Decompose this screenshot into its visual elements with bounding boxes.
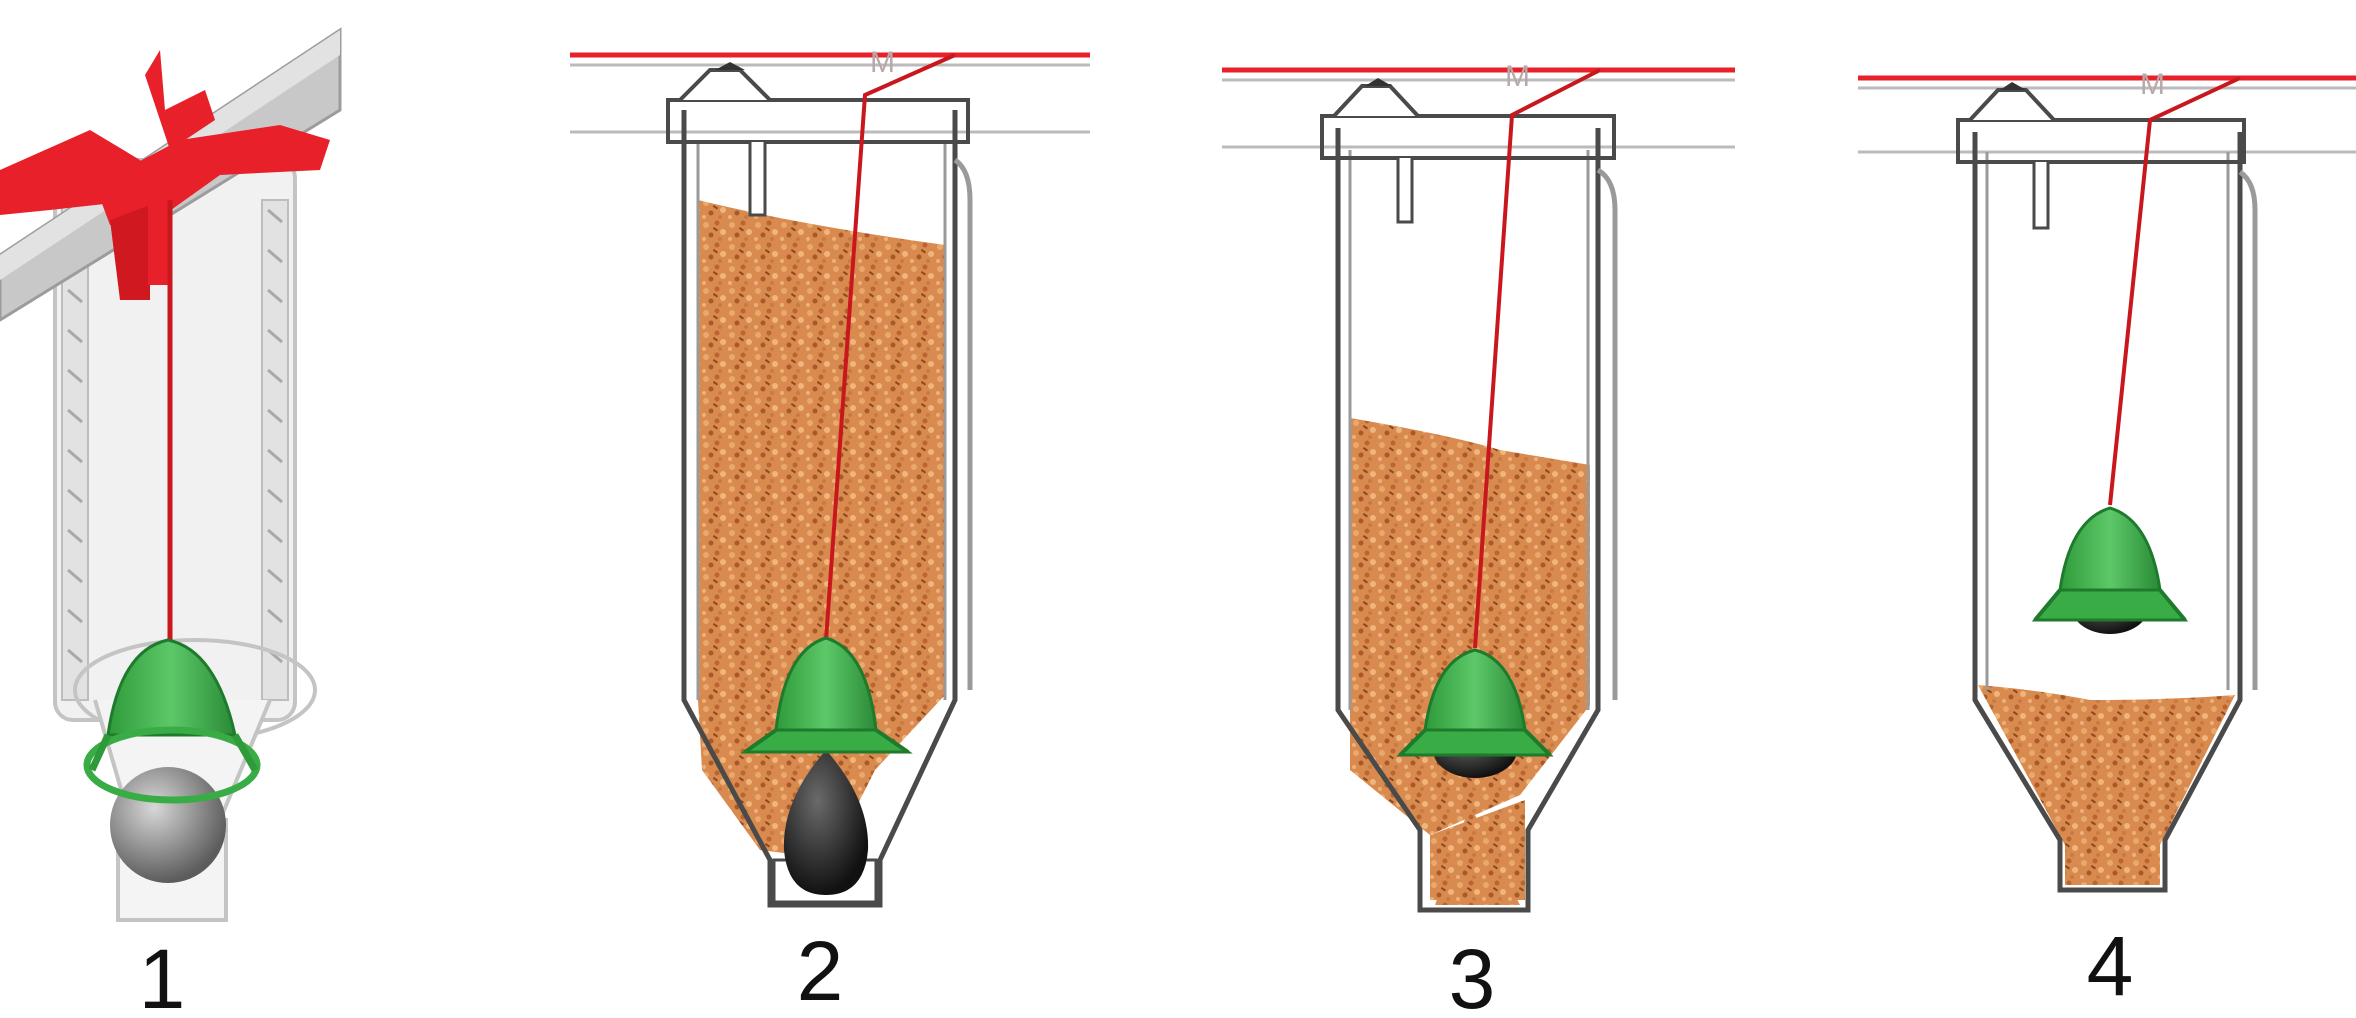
feed-fill: [1350, 418, 1590, 905]
float-cone: [740, 636, 913, 754]
panel-4: M 4: [1858, 68, 2356, 1013]
drive-cable: [2108, 76, 2241, 506]
panel-1: 1: [0, 27, 342, 1018]
drive-cable: [1473, 68, 1601, 649]
panel-label: 1: [139, 932, 186, 1018]
panel-3: M 3: [1222, 60, 1735, 1018]
float-cone: [83, 638, 261, 804]
panel-label: 4: [2087, 919, 2134, 1013]
ceiling-lines: M: [570, 46, 1090, 134]
panel-2: M 2: [570, 46, 1090, 1018]
hopper-outline: [1320, 78, 1618, 913]
dosing-ball: [783, 750, 869, 895]
float-cone: [1396, 648, 1554, 757]
float-cone: [2031, 506, 2189, 622]
svg-text:M: M: [1505, 60, 1530, 93]
drive-cable: [824, 53, 956, 641]
svg-text:M: M: [2140, 68, 2165, 101]
feed-fill: [1978, 685, 2235, 885]
pipe-clamp: [0, 50, 330, 300]
panel-label: 2: [797, 924, 844, 1018]
ceiling-lines: M: [1222, 60, 1735, 149]
svg-text:M: M: [870, 46, 895, 79]
hopper-outline: [1956, 82, 2258, 893]
dosing-ball: [110, 767, 226, 883]
ceiling-lines: M: [1858, 68, 2356, 154]
panel-label: 3: [1449, 932, 1496, 1018]
